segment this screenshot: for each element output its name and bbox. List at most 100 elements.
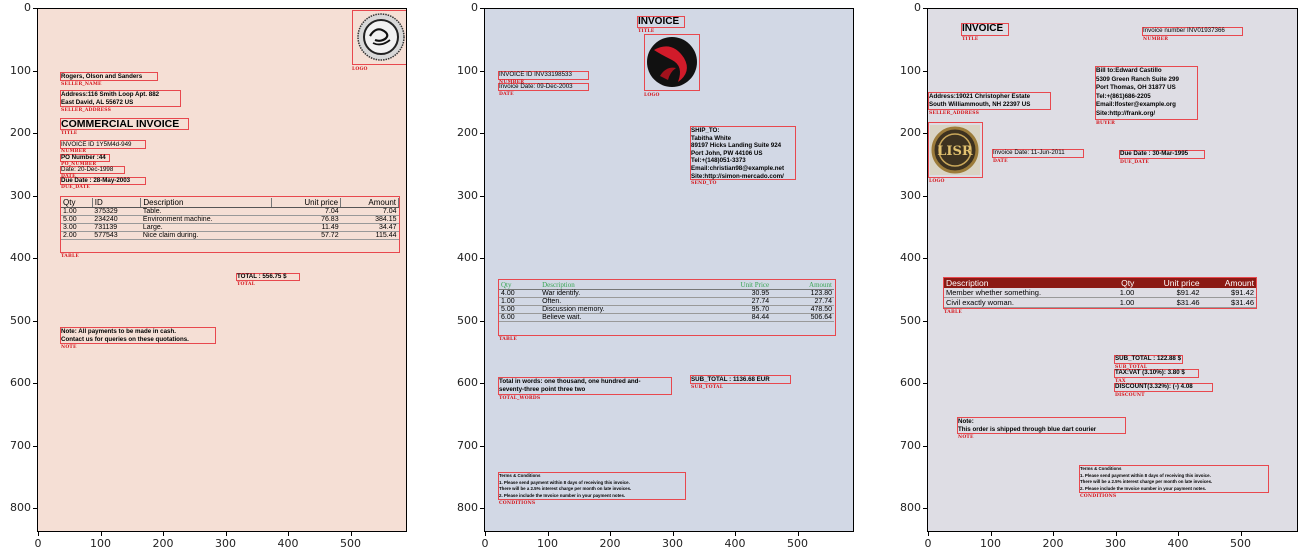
note-line1: Note: All payments to be made in cash.: [61, 328, 176, 335]
x-tick-mark: [163, 532, 164, 536]
y-tick-label: 800: [900, 501, 921, 514]
x-tick-label: 100: [980, 537, 1001, 550]
y-tick-mark: [480, 383, 484, 384]
due-date-tag: DUE_DATE: [1120, 160, 1150, 165]
table-cell: 11.49: [321, 224, 339, 231]
table-cell: 27.74: [814, 298, 832, 305]
note-line1: Note:: [958, 418, 974, 425]
discount-tag: DISCOUNT: [1115, 393, 1145, 398]
table-cell: 57.72: [321, 232, 339, 239]
title-box: [961, 23, 1009, 36]
x-tick-label: 300: [662, 537, 683, 550]
seller-name-box: [60, 72, 158, 81]
table-cell: 30.95: [751, 290, 770, 297]
y-tick-label: 400: [457, 251, 478, 264]
y-tick-mark: [33, 383, 37, 384]
table-header-cell: Description: [140, 198, 273, 208]
x-tick-mark: [100, 532, 102, 536]
table-box: [498, 279, 836, 336]
invoice-number-box: [1142, 27, 1243, 36]
po-number: PO Number :44: [61, 154, 106, 161]
y-tick-label: 700: [10, 438, 31, 452]
number-tag: NUMBER: [61, 149, 87, 154]
total-box: [236, 273, 300, 281]
ship-to-line: Port John, PW 44106 US: [691, 149, 763, 157]
seller-name-tag: SELLER_NAME: [61, 82, 102, 87]
y-tick-mark: [923, 133, 927, 134]
x-tick-mark: [38, 532, 39, 536]
y-tick-label: 400: [10, 251, 31, 264]
table-row: Member whether something.1.00$91.42$91.4…: [944, 288, 1256, 298]
y-tick-mark: [33, 258, 37, 259]
table-cell: 1.00: [1119, 298, 1135, 307]
y-tick-mark: [480, 258, 484, 259]
invoice-id-box: [60, 140, 146, 149]
logo-tag: LOGO: [644, 93, 660, 98]
sub-total-box: [1114, 355, 1183, 364]
table-cell: 478.50: [810, 306, 832, 313]
table-cell: 123.80: [810, 290, 832, 297]
table-cell: 5.00: [63, 216, 77, 223]
total-words-box: [498, 377, 672, 395]
logo-text: LISR: [937, 144, 973, 159]
seller-address-box: [60, 90, 181, 107]
date-box: [60, 166, 125, 174]
table-cell: 4.00: [501, 290, 515, 297]
y-tick-mark: [923, 383, 927, 384]
terms-line: There will be a 2.5% interest charge per…: [1080, 479, 1213, 484]
x-tick-label: 400: [724, 537, 746, 550]
x-tick-mark: [350, 532, 352, 536]
red-swirl-logo-icon: [647, 37, 697, 87]
terms-line: There will be a 2.5% interest charge per…: [499, 486, 632, 491]
bill-to-box: [1095, 66, 1198, 120]
logo-box: [352, 10, 406, 65]
table-header-cell: Amount: [340, 198, 399, 208]
y-tick-mark: [480, 195, 484, 197]
total-words-tag: TOTAL_WORDS: [499, 396, 541, 401]
y-tick-label: 100: [10, 63, 31, 77]
seller-address-line2: East David, AL 55672 US: [61, 99, 134, 106]
invoice-title: COMMERCIAL INVOICE: [61, 118, 180, 130]
title-tag: TITLE: [61, 131, 78, 136]
note-line2: This order is shipped through blue dart …: [958, 426, 1097, 433]
po-number-tag: PO_NUMBER: [61, 162, 97, 167]
y-tick-mark: [480, 445, 484, 447]
x-tick-mark: [485, 532, 486, 536]
total: TOTAL : 556.75 $: [237, 273, 287, 280]
table-cell: Member whether something.: [946, 288, 1042, 297]
table-cell: 76.83: [321, 216, 339, 223]
invoice-id: INVOICE ID 1Y5M4d-949: [61, 141, 132, 148]
seller-address-line1: Address:19021 Christopher Estate: [929, 93, 1031, 100]
y-tick-mark: [33, 8, 37, 9]
x-tick-mark: [225, 532, 227, 536]
logo-box: [928, 122, 983, 178]
sub-total-tag: SUB_TOTAL: [1115, 365, 1148, 370]
table-cell: 115.44: [375, 232, 397, 239]
y-tick-mark: [923, 508, 927, 509]
y-tick-label: 500: [900, 313, 921, 327]
invoice-panel-commercial: LOGO Rogers, Olson and Sanders SELLER_NA…: [37, 8, 407, 532]
table-cell: Discussion memory.: [542, 306, 605, 313]
table-cell: $31.46: [1231, 298, 1254, 307]
y-tick-label: 0: [471, 1, 478, 14]
tax-box: [1114, 369, 1199, 378]
table-cell: Believe wait.: [542, 314, 582, 321]
title-box: [637, 16, 685, 28]
ship-to-line: Email:christian98@example.net: [691, 165, 785, 172]
tax: TAX:VAT (3.10%): 3.80 $: [1115, 369, 1185, 376]
conditions-tag: CONDITIONS: [1080, 494, 1117, 499]
table-header-cell: Description: [540, 281, 696, 290]
invoice-panel-grey: INVOICE TITLE Invoice number INV01937366…: [927, 8, 1298, 532]
table-cell: 1.00: [63, 208, 77, 215]
ship-to-line: SHIP_TO:: [691, 127, 720, 134]
table-cell: 6.00: [501, 314, 515, 321]
discount-box: [1114, 383, 1213, 392]
table-cell: $91.42: [1176, 288, 1200, 297]
y-tick-label: 300: [457, 188, 478, 202]
seller-name: Rogers, Olson and Sanders: [61, 73, 143, 80]
seal-logo-icon: [357, 13, 405, 61]
